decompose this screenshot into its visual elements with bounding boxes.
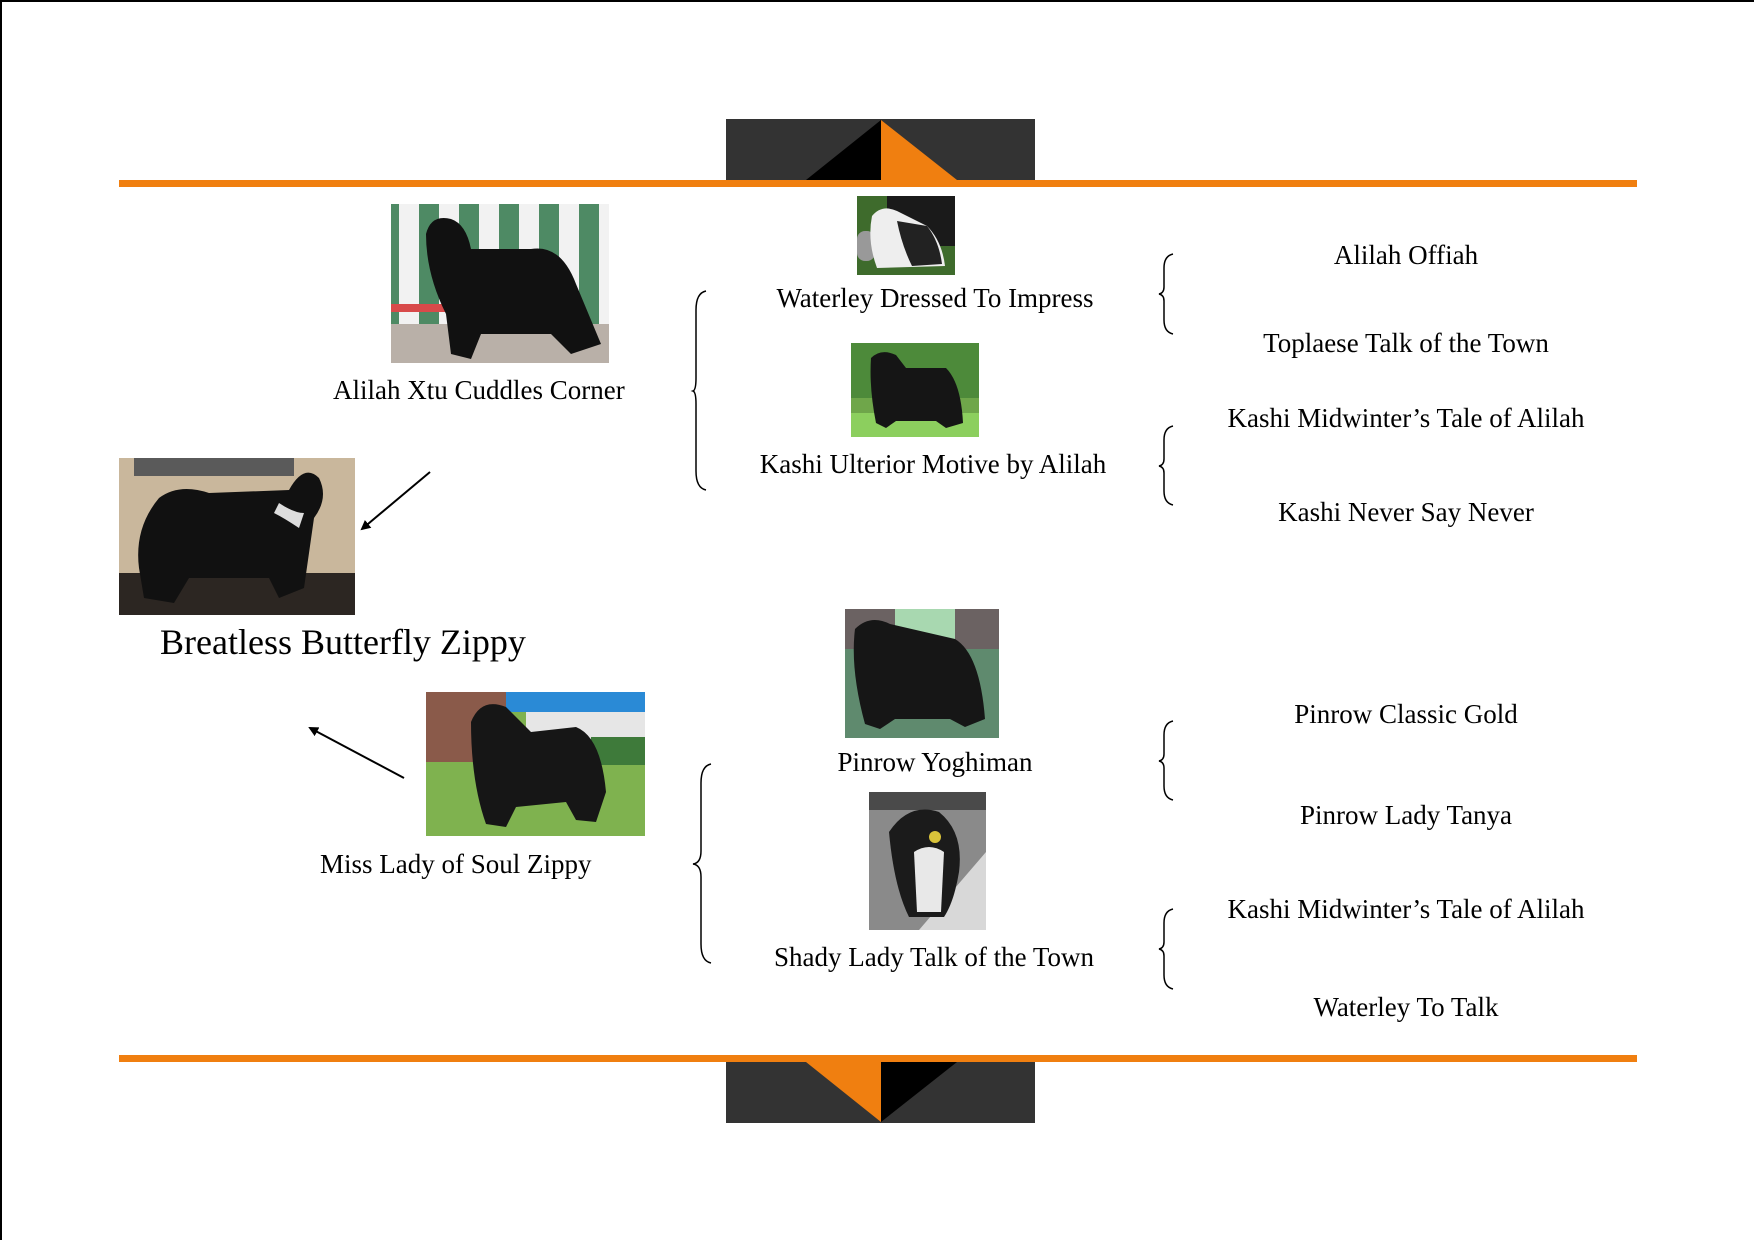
footer-orange-triangle [806,1062,881,1122]
header-orange-triangle [881,120,957,180]
dam-name: Miss Lady of Soul Zippy [320,849,592,879]
sire-sire-brace [1158,253,1174,335]
dam-dam-name: Shady Lady Talk of the Town [774,942,1094,972]
grandparent-name: Kashi Midwinter’s Tale of Alilah [1227,894,1585,924]
grandparent-name: Toplaese Talk of the Town [1263,328,1549,358]
footer-rule [119,1055,1637,1062]
sire-dam-photo [851,343,979,437]
arrow-sire-to-subject [360,471,431,531]
dog-photo-icon [857,196,955,275]
sire-photo [391,204,609,363]
page-border-left [0,0,2,1240]
dam-sire-brace [1158,720,1174,801]
dog-photo-icon [391,204,609,363]
grandparent-name: Alilah Offiah [1333,240,1479,270]
header-decoration [726,119,1035,180]
sire-dam-brace [1158,425,1174,506]
dam-sire-name: Pinrow Yoghiman [837,747,1033,777]
sire-brace [690,290,707,491]
sire-name: Alilah Xtu Cuddles Corner [333,375,625,405]
grandparent-name: Waterley To Talk [1313,992,1499,1022]
dog-photo-icon [426,692,645,836]
arrow-dam-to-subject [308,727,405,779]
dam-sire-photo [845,609,999,738]
dam-dam-brace [1158,908,1174,990]
footer-decoration [726,1062,1035,1123]
dog-photo-icon [845,609,999,738]
dog-photo-icon [119,458,355,615]
grandparent-name: Kashi Midwinter’s Tale of Alilah [1227,403,1585,433]
grandparent-name: Kashi Never Say Never [1278,497,1534,527]
page-border-top [0,0,1754,2]
subject-photo [119,458,355,615]
subject-name: Breatless Butterfly Zippy [160,622,526,662]
dam-photo [426,692,645,836]
dog-photo-icon [851,343,979,437]
header-rule [119,180,1637,187]
header-black-triangle [806,120,881,180]
sire-sire-photo [857,196,955,275]
sire-sire-name: Waterley Dressed To Impress [776,283,1094,313]
footer-black-triangle [881,1062,957,1122]
grandparent-name: Pinrow Lady Tanya [1299,800,1513,830]
dam-brace [692,763,712,964]
dam-dam-photo [869,792,986,930]
sire-dam-name: Kashi Ulterior Motive by Alilah [759,449,1107,479]
dog-photo-icon [869,792,986,930]
grandparent-name: Pinrow Classic Gold [1294,699,1518,729]
